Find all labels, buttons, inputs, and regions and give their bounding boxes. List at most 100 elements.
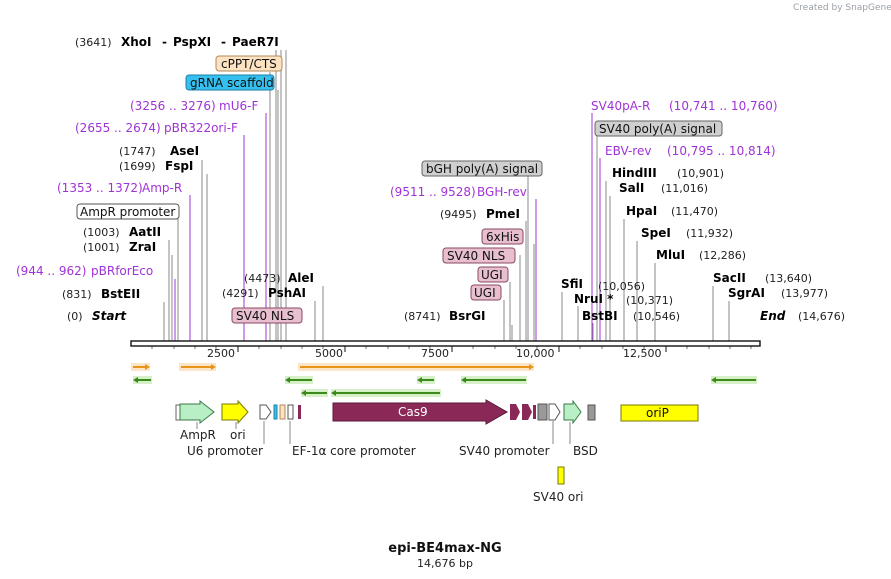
green-reverse-arrow xyxy=(417,376,435,384)
site-pos: (1747) xyxy=(119,145,156,158)
green-reverse-arrow xyxy=(285,376,313,384)
snapgene-brand-text: Created by SnapGene xyxy=(793,3,891,13)
site-pos: (8741) xyxy=(404,310,441,323)
site-alei: AleI xyxy=(288,271,314,285)
site-bsrgi: BsrGI xyxy=(449,309,486,323)
site-pos: (0) xyxy=(67,310,83,323)
sv40-ori-feature xyxy=(557,466,565,485)
site-pspxi: PspXI xyxy=(173,35,211,49)
sv40-promoter-arrow xyxy=(548,403,561,421)
site-pos: (9495) xyxy=(440,208,477,221)
primer-range: (1353 .. 1372) xyxy=(57,181,143,195)
ampr-promoter-feature xyxy=(175,404,181,421)
site-pos: (11,016) xyxy=(661,182,708,195)
plasmid-title: epi-BE4max-NG xyxy=(388,541,501,556)
site-aatii: AatII xyxy=(129,225,161,239)
site-sali: SalI xyxy=(619,181,644,195)
site-spei: SpeI xyxy=(641,226,671,240)
orange-forward-arrow xyxy=(179,363,216,371)
sv40-polya-feature xyxy=(587,404,596,421)
primer-range: (944 .. 962) xyxy=(16,264,86,278)
site-pos: (4473) xyxy=(244,272,281,285)
site-pos: (13,977) xyxy=(781,287,828,300)
label-bsd: BSD xyxy=(573,444,598,458)
site-sgrai: SgrAI xyxy=(728,286,765,300)
site-pos: (14,676) xyxy=(798,310,845,323)
site-pos: (1003) xyxy=(83,226,120,239)
green-reverse-arrow xyxy=(133,376,152,384)
tick-label: 12,500 xyxy=(623,347,662,360)
feature-labels: AmpR ori U6 promoter EF-1α core promoter… xyxy=(180,428,598,504)
site-hindiii: HindIII xyxy=(612,166,657,180)
site-paer7i: PaeR7I xyxy=(232,35,279,49)
primer-range: (3256 .. 3276) xyxy=(130,99,216,113)
primer-lines xyxy=(174,113,601,341)
primer-range: (10,741 .. 10,760) xyxy=(669,99,778,113)
bgh-polya-feature xyxy=(537,403,548,421)
svg-text:-: - xyxy=(162,35,167,49)
site-sacii: SacII xyxy=(713,271,746,285)
site-pos: (13,640) xyxy=(765,272,812,285)
u6-promoter-arrow xyxy=(259,404,272,420)
svg-text:-: - xyxy=(221,35,226,49)
site-pos: (11,470) xyxy=(671,205,718,218)
tick-label: 10,000 xyxy=(516,347,555,360)
label-u6-promoter: U6 promoter xyxy=(187,444,263,458)
orf-arrows xyxy=(131,363,757,397)
box-ugi-2: UGI xyxy=(474,286,496,300)
site-pos: (3641) xyxy=(75,36,112,49)
site-bsteii: BstEII xyxy=(101,287,140,301)
site-pos: (10,371) xyxy=(626,294,673,307)
middle-labels: bGH poly(A) signal (9511 .. 9528) BGH-re… xyxy=(390,160,543,323)
tick-label: 7500 xyxy=(421,347,449,360)
left-primer-labels: (3256 .. 3276) mU6-F (2655 .. 2674) pBR3… xyxy=(16,99,258,278)
ef1a-promoter-feature xyxy=(287,404,294,420)
box-ugi: UGI xyxy=(481,268,503,282)
site-pmei: PmeI xyxy=(486,207,520,221)
label-ori: ori xyxy=(230,428,246,442)
site-pos: (1001) xyxy=(83,241,120,254)
site-pos: (10,901) xyxy=(677,167,724,180)
green-reverse-arrow xyxy=(461,376,527,384)
primer-sv40pa-r: SV40pA-R xyxy=(591,99,650,113)
site-pos: (11,932) xyxy=(686,227,733,240)
grna-scaffold-feature xyxy=(273,404,278,420)
site-pos: (4291) xyxy=(222,287,259,300)
site-zrai: ZraI xyxy=(129,240,156,254)
backbone: 2500 5000 7500 10,000 12,500 xyxy=(130,340,761,360)
nls-feature xyxy=(533,405,536,419)
primer-ebv-rev: EBV-rev xyxy=(605,144,651,158)
orange-forward-arrow xyxy=(298,363,534,371)
site-pos: (10,546) xyxy=(633,310,680,323)
tick-label: 5000 xyxy=(315,347,343,360)
site-mlui: MluI xyxy=(656,248,685,262)
primer-range: (9511 .. 9528) xyxy=(390,185,476,199)
box-bgh-polya: bGH poly(A) signal xyxy=(426,162,538,176)
feature-leaders xyxy=(196,421,571,444)
start-label: Start xyxy=(92,309,127,323)
connector-lines xyxy=(163,50,730,341)
primer-range: (2655 .. 2674) xyxy=(75,121,161,135)
ampr-arrow xyxy=(179,399,215,425)
cppt-feature xyxy=(279,404,286,420)
left-site-labels: (3641) XhoI - PspXI - PaeR7I (1747) AseI… xyxy=(62,35,314,323)
primer-pbr322ori-f: pBR322ori-F xyxy=(164,121,238,135)
site-pos: (10,056) xyxy=(598,280,645,293)
end-label: End xyxy=(760,309,786,323)
ugi-feature xyxy=(510,404,520,420)
green-reverse-arrow xyxy=(301,389,328,397)
site-nrui: NruI * xyxy=(574,292,614,306)
feature-track: Cas9 oriP xyxy=(175,399,699,485)
label-sv40-promoter: SV40 promoter xyxy=(459,444,550,458)
box-6xhis: 6xHis xyxy=(486,230,519,244)
primer-amp-r: Amp-R xyxy=(142,181,182,195)
cas9-arrow xyxy=(332,399,509,425)
orip-feature xyxy=(620,404,699,422)
box-grna-scaffold: gRNA scaffold xyxy=(190,76,274,90)
ori-arrow xyxy=(221,399,249,425)
site-asei: AseI xyxy=(170,144,199,158)
primer-pbrforeco: pBRforEco xyxy=(91,264,153,278)
primer-mu6-f: mU6-F xyxy=(219,99,258,113)
site-sfii: SfiI xyxy=(561,277,583,291)
